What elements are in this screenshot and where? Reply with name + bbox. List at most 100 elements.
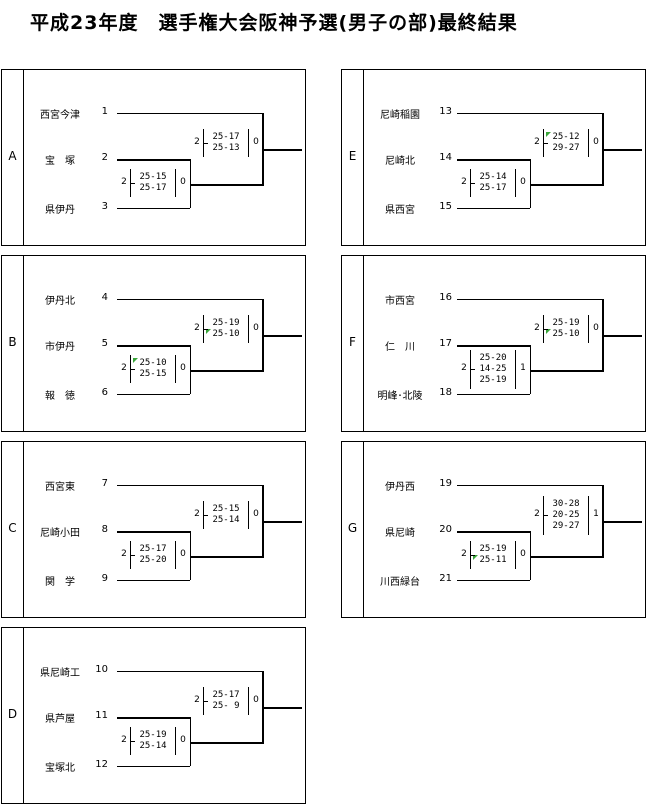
sets-won-right: 1 [593, 509, 599, 519]
bracket-joint-match1 [190, 159, 191, 208]
bracket-line-team3 [457, 208, 530, 209]
set-score: 29-27 [552, 143, 580, 153]
set-score: 25-11 [471, 555, 515, 566]
team-name: 尼崎稲園 [380, 110, 420, 121]
bracket-joint-match1 [530, 345, 531, 394]
bracket-line-champion [262, 149, 302, 151]
block-label: F [349, 335, 356, 349]
set-score: 25-19 [552, 318, 580, 328]
sets-won-right: 0 [593, 137, 599, 147]
team-name: 県尼崎 [385, 528, 415, 539]
bracket-line-team3 [117, 580, 190, 581]
bracket-line-team1 [457, 485, 602, 486]
team-seed: 15 [439, 201, 452, 212]
set-score: 25-17 [139, 183, 167, 193]
set-score: 25-10 [131, 358, 175, 369]
set-score: 25-17 [139, 544, 167, 554]
bracket-line-team1 [117, 299, 262, 300]
set-score: 25-20 [139, 555, 167, 565]
bracket-line-match1-winner [530, 556, 602, 558]
bracket-line-team2 [457, 531, 530, 533]
bracket-line-team3 [457, 394, 530, 395]
sets-won-left: 2 [194, 323, 200, 333]
flag-icon [546, 329, 551, 334]
team-seed: 12 [95, 759, 108, 770]
bracket-line-match1-winner [190, 742, 262, 744]
block-label: C [8, 521, 17, 535]
set-score: 25-19 [212, 318, 240, 328]
bracket-line-team3 [457, 580, 530, 581]
bracket-joint-match1 [190, 717, 191, 766]
set-score: 30-28 [552, 498, 580, 509]
team-name: 川西緑台 [380, 577, 420, 588]
sets-won-right: 0 [180, 735, 186, 745]
block-label: B [8, 335, 17, 349]
team-seed: 10 [95, 664, 108, 675]
bracket-line-team3 [117, 394, 190, 395]
team-seed: 4 [101, 292, 108, 303]
team-seed: 5 [101, 338, 108, 349]
bracket-line-champion [262, 335, 302, 337]
bracket-line-match1-winner [190, 184, 262, 186]
team-seed: 8 [101, 524, 108, 535]
team-name: 関 学 [45, 577, 75, 588]
sets-won-left: 2 [121, 549, 127, 559]
team-seed: 2 [101, 152, 108, 163]
sets-won-right: 0 [253, 323, 259, 333]
team-seed: 20 [439, 524, 452, 535]
set-score: 25-17 [212, 690, 240, 700]
sets-won-left: 2 [121, 177, 127, 187]
bracket-line-team2 [457, 345, 530, 347]
team-name: 尼崎北 [385, 156, 415, 167]
bracket-line-champion [262, 521, 302, 523]
set-score: 25-14 [212, 515, 240, 525]
bracket-line-champion [602, 521, 642, 523]
sets-won-right: 0 [253, 509, 259, 519]
set-score: 25-17 [212, 132, 240, 142]
bracket-joint-match1 [530, 531, 531, 580]
bracket-line-team2 [117, 531, 190, 533]
block-label: A [8, 149, 17, 163]
set-score: 25-14 [479, 172, 507, 182]
team-name: 県西宮 [385, 205, 415, 216]
bracket-line-team1 [117, 671, 262, 672]
set-score: 20-25 [552, 509, 580, 520]
set-score: 25-10 [544, 329, 588, 340]
block-divider [23, 442, 24, 617]
flag-icon [133, 358, 138, 363]
sets-won-right: 0 [180, 549, 186, 559]
bracket-joint-match1 [190, 531, 191, 580]
team-seed: 9 [101, 573, 108, 584]
team-name: 市伊丹 [45, 342, 75, 353]
bracket-line-team1 [117, 485, 262, 486]
set-score: 25-19 [139, 730, 167, 740]
set-score: 25-13 [212, 143, 240, 153]
sets-won-left: 2 [194, 509, 200, 519]
team-name: 県尼崎工 [40, 668, 80, 679]
team-seed: 21 [439, 573, 452, 584]
sets-won-right: 0 [520, 549, 526, 559]
bracket-line-team2 [457, 159, 530, 161]
team-name: 西宮東 [45, 482, 75, 493]
team-name: 西宮今津 [40, 110, 80, 121]
bracket-line-team1 [117, 113, 262, 114]
bracket-line-team1 [457, 113, 602, 114]
set-score: 25-12 [544, 132, 588, 143]
sets-won-left: 2 [121, 363, 127, 373]
block-divider [23, 70, 24, 245]
team-name: 伊丹北 [45, 296, 75, 307]
sets-won-right: 0 [520, 177, 526, 187]
sets-won-left: 2 [461, 363, 467, 373]
block-divider [363, 442, 364, 617]
bracket-line-champion [602, 335, 642, 337]
bracket-line-champion [262, 707, 302, 709]
